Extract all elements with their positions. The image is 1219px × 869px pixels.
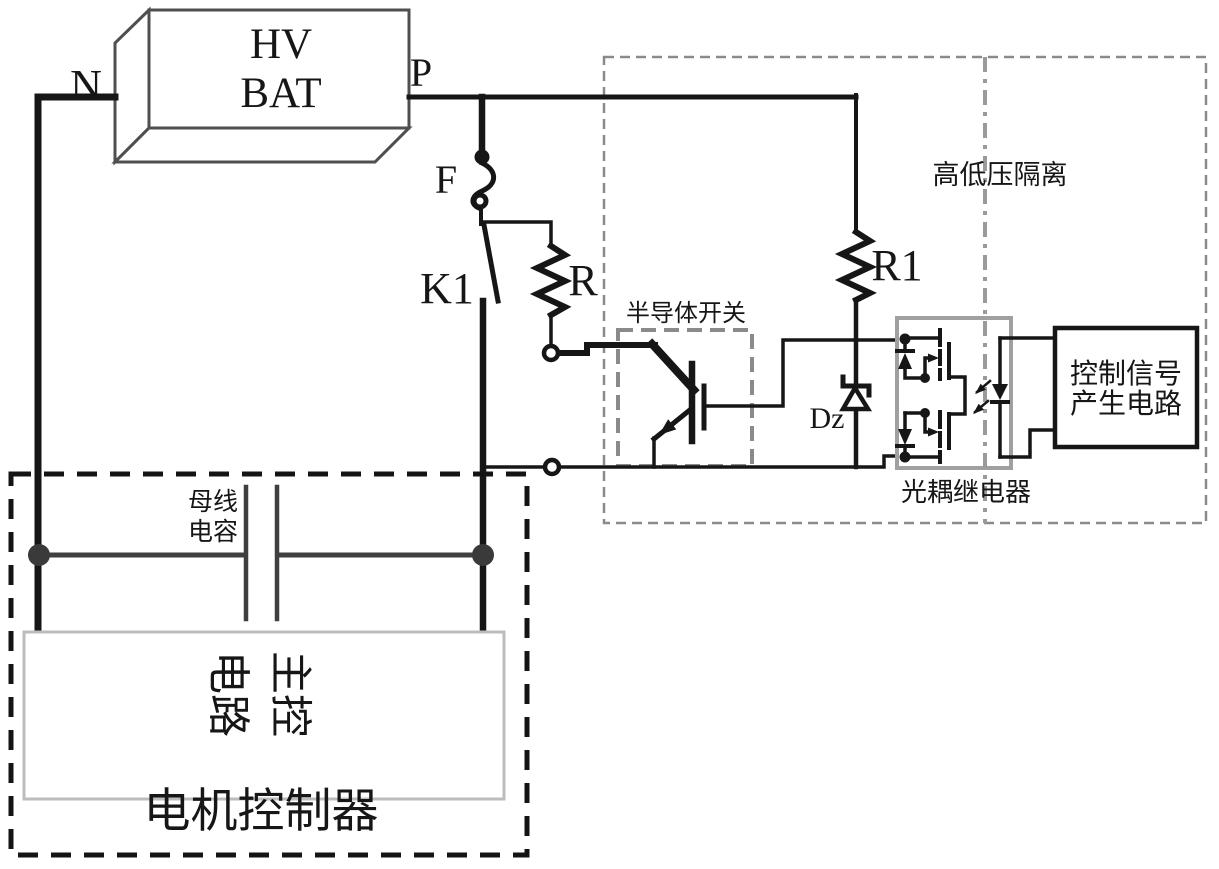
main-control-label-line2: 电路 (204, 651, 251, 737)
negative-bus-wire (34, 93, 119, 636)
control-signal-label-line2: 产生电路 (1070, 388, 1182, 420)
gate-link-line (947, 375, 967, 416)
mosfet-arrow-lower (928, 427, 939, 437)
light-ray-arrowhead-1 (975, 383, 986, 394)
fuse-bottom-ring (471, 192, 489, 210)
gate-drive-wire (704, 338, 901, 408)
control-box-bottom-wire (998, 428, 1057, 459)
body-diode-bottom-triangle (898, 429, 912, 445)
resistor-r1-zigzag (834, 227, 878, 305)
led-triangle (992, 384, 1008, 400)
bus-junction-dot-left (28, 544, 50, 566)
motor-controller-label: 电机控制器 (144, 786, 379, 838)
mosfet-arrow-upper (928, 353, 939, 363)
terminal-n-label: N (70, 61, 102, 110)
resistor-r-label: R (568, 256, 598, 305)
resistor-r-zigzag (529, 241, 573, 320)
fuse-symbol (470, 149, 497, 212)
control-signal-label-line1: 控制信号 (1070, 358, 1182, 390)
contactor-blade (481, 222, 501, 304)
precharge-branch-wire (480, 220, 553, 248)
battery-label-line2: BAT (240, 70, 321, 117)
switch-input-wire (556, 342, 658, 356)
zener-triangle (839, 383, 873, 412)
bus-capacitor-label-line1: 母线 (188, 488, 238, 516)
optocoupler-relay-box (895, 316, 1013, 470)
opto-wire (903, 367, 927, 380)
body-diode-top-triangle (898, 353, 912, 369)
battery-bottom-face (111, 126, 413, 164)
fuse-label: F (435, 157, 457, 202)
hv-lv-isolation-label: 高低压隔离 (933, 160, 1068, 190)
battery-front-face (147, 8, 411, 130)
terminal-p-label: P (410, 50, 432, 95)
contactor-label: K1 (420, 264, 474, 313)
semiconductor-switch-box (616, 328, 754, 468)
isolation-region-box (602, 55, 1208, 525)
zener-label: Dz (810, 402, 845, 435)
terminal-circle-upper (541, 343, 561, 363)
main-control-box (22, 630, 506, 801)
return-wire-right (558, 454, 903, 469)
capacitor-plates (243, 484, 280, 622)
igbt-collector-diagonal (646, 338, 700, 396)
battery-label-line1: HV (250, 21, 312, 68)
bus-junction-dot-right (472, 544, 494, 566)
hv-battery (111, 6, 413, 166)
light-ray-arrowhead-2 (973, 403, 984, 414)
igbt-emitter-arrowhead (659, 419, 677, 435)
motor-controller-box (8, 471, 530, 858)
zener-dz (839, 374, 873, 412)
optocoupler-relay-label: 光耦继电器 (901, 478, 1031, 507)
bus-capacitor (28, 484, 494, 622)
control-signal-box (1052, 325, 1200, 450)
mosfet-drain-lower (903, 444, 942, 459)
terminal-circle-lower (542, 457, 562, 477)
igbt-switch (650, 360, 707, 469)
bus-capacitor-label-line2: 电容 (188, 518, 238, 546)
resistor-r1-label: R1 (871, 241, 922, 290)
fuse-top-bead (474, 149, 490, 165)
semiconductor-switch-label: 半导体开关 (626, 300, 746, 327)
optocoupler-internals (895, 328, 1010, 464)
main-control-label-line1: 主控 (266, 651, 313, 737)
